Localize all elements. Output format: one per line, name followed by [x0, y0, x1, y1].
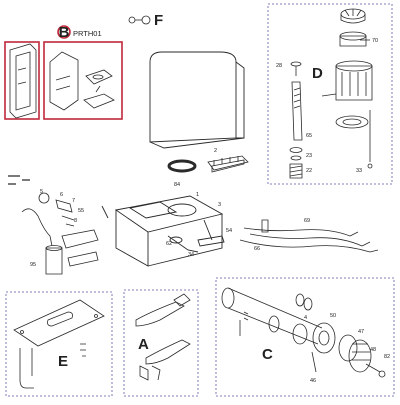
wiring-harness: [239, 219, 379, 253]
part-label-3: 3: [218, 202, 221, 208]
part-label-7: 7: [72, 198, 75, 204]
capacitor-assembly: [8, 175, 99, 275]
part-label-95: 95: [30, 262, 36, 268]
part-label-55: 55: [78, 208, 84, 214]
part-label-22: 22: [306, 168, 312, 174]
gearbox-body: [101, 195, 225, 267]
part-label-23: 23: [306, 153, 312, 159]
part-label-5: 5: [40, 189, 43, 195]
group-b-marker: [57, 25, 71, 39]
part-label-34: 34: [188, 252, 194, 258]
group-b-code: PRTH01: [73, 29, 102, 38]
group-b-letter: B: [59, 24, 70, 41]
group-c-letter: C: [262, 346, 273, 363]
group-e-letter: E: [58, 353, 68, 370]
group-c: C 4 50 47 48 82 46: [215, 277, 395, 397]
base-plate: [13, 299, 105, 389]
part-label-54: 54: [226, 228, 232, 234]
group-c-frame: [215, 277, 395, 397]
group-a-letter: A: [138, 336, 149, 353]
group-b: B PRTH01: [4, 24, 123, 120]
motor-assembly: [289, 8, 373, 179]
part-label-2: 2: [214, 148, 217, 154]
part-label-47: 47: [358, 329, 364, 335]
part-label-33: 33: [356, 168, 362, 174]
group-a-frame: [123, 289, 199, 397]
group-f: F: [128, 12, 163, 29]
gasket-and-terminal: [167, 155, 249, 173]
limit-switch-brackets: [135, 293, 191, 381]
group-a: A: [123, 289, 199, 397]
group-f-letter: F: [154, 12, 163, 29]
gear-train: [221, 287, 386, 378]
group-d: D: [267, 3, 393, 185]
part-label-82: 82: [384, 354, 390, 360]
part-label-66: 66: [254, 246, 260, 252]
part-label-69: 69: [304, 218, 310, 224]
release-key-icon: [128, 15, 151, 25]
battery-housing: [9, 43, 37, 119]
part-label-48: 48: [370, 347, 376, 353]
battery-bracket: [49, 51, 115, 111]
part-label-6: 6: [60, 192, 63, 198]
group-e-frame: [5, 291, 113, 397]
part-label-1: 1: [196, 192, 199, 198]
part-label-84: 84: [174, 182, 180, 188]
part-label-8: 8: [74, 218, 77, 224]
part-label-28: 28: [276, 63, 282, 69]
group-e: E: [5, 291, 113, 397]
group-d-frame: [267, 3, 393, 185]
group-d-letter: D: [312, 65, 323, 82]
part-label-46: 46: [310, 378, 316, 384]
motor-cover: [149, 51, 245, 149]
group-b-frame-left: [4, 41, 40, 120]
group-b-frame-right: [43, 41, 123, 120]
part-label-70: 70: [372, 38, 378, 44]
part-label-62: 62: [166, 241, 172, 247]
part-label-50: 50: [330, 313, 336, 319]
part-label-65: 65: [306, 133, 312, 139]
part-label-4: 4: [304, 315, 307, 321]
